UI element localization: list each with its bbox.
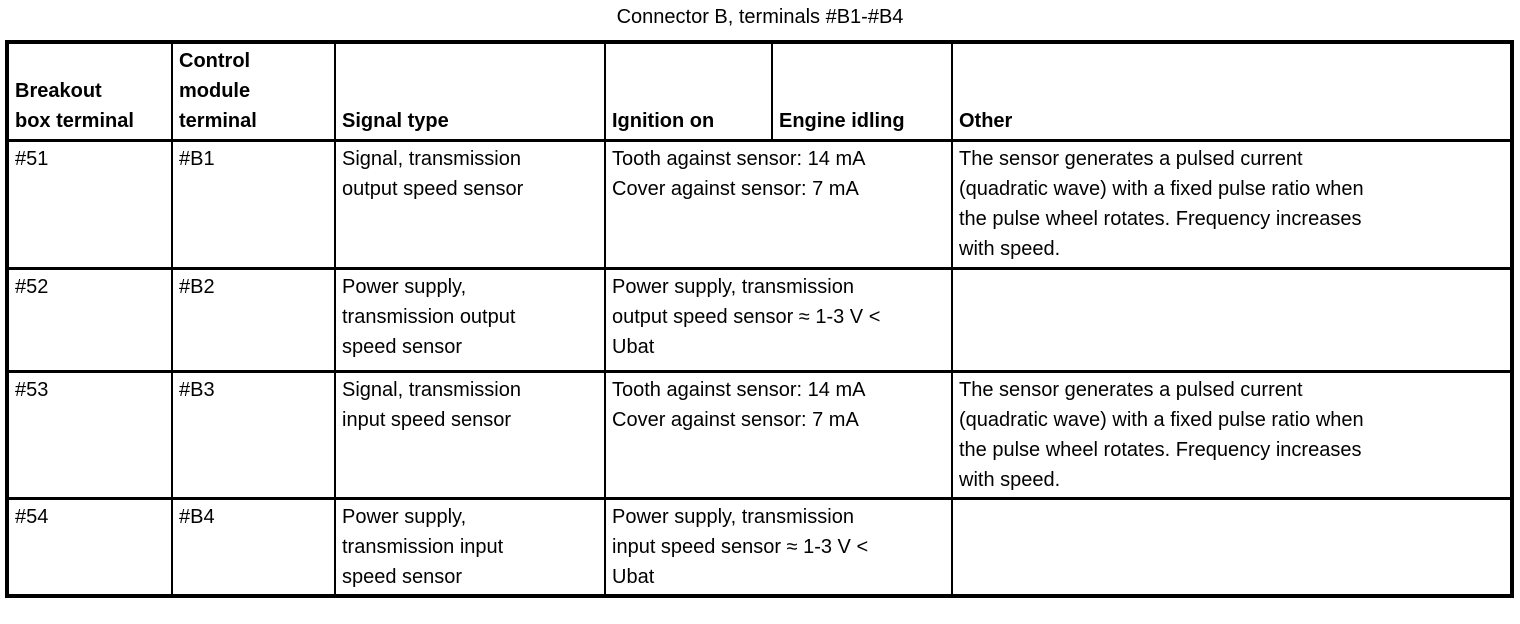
table-row: #53 #B3 Signal, transmission input speed… [6, 370, 1513, 500]
other-cell: The sensor generates a pulsed current (q… [951, 139, 1513, 270]
signal-type-cell: Signal, transmission input speed sensor [334, 370, 606, 500]
module-terminal-cell: #B1 [171, 139, 336, 270]
table-header-row: Breakout box terminal Control module ter… [6, 40, 1513, 142]
column-header-engine-idling: Engine idling [771, 40, 953, 142]
breakout-terminal-cell: #53 [6, 370, 173, 500]
measurement-cell: Power supply, transmission output speed … [604, 267, 953, 373]
module-terminal-cell: #B2 [171, 267, 336, 373]
breakout-terminal-cell: #51 [6, 139, 173, 270]
column-header-ignition-on: Ignition on [604, 40, 773, 142]
column-header-other: Other [951, 40, 1513, 142]
table-title: Connector B, terminals #B1-#B4 [616, 6, 904, 28]
column-header-signal-type: Signal type [334, 40, 606, 142]
breakout-terminal-cell: #52 [6, 267, 173, 373]
other-cell [951, 267, 1513, 373]
measurement-cell: Tooth against sensor: 14 mA Cover agains… [604, 370, 953, 500]
column-header-breakout-box-terminal: Breakout box terminal [6, 40, 173, 142]
signal-type-cell: Power supply, transmission output speed … [334, 267, 606, 373]
module-terminal-cell: #B4 [171, 497, 336, 598]
other-cell [951, 497, 1513, 598]
column-header-control-module-terminal: Control module terminal [171, 40, 336, 142]
other-cell: The sensor generates a pulsed current (q… [951, 370, 1513, 500]
signal-type-cell: Power supply, transmission input speed s… [334, 497, 606, 598]
signal-type-cell: Signal, transmission output speed sensor [334, 139, 606, 270]
table-row: #52 #B2 Power supply, transmission outpu… [6, 267, 1513, 373]
module-terminal-cell: #B3 [171, 370, 336, 500]
table-row: #51 #B1 Signal, transmission output spee… [6, 139, 1513, 270]
measurement-cell: Tooth against sensor: 14 mA Cover agains… [604, 139, 953, 270]
connector-b-terminal-table: Breakout box terminal Control module ter… [5, 40, 1514, 598]
table-row: #54 #B4 Power supply, transmission input… [6, 497, 1513, 598]
measurement-cell: Power supply, transmission input speed s… [604, 497, 953, 598]
breakout-terminal-cell: #54 [6, 497, 173, 598]
